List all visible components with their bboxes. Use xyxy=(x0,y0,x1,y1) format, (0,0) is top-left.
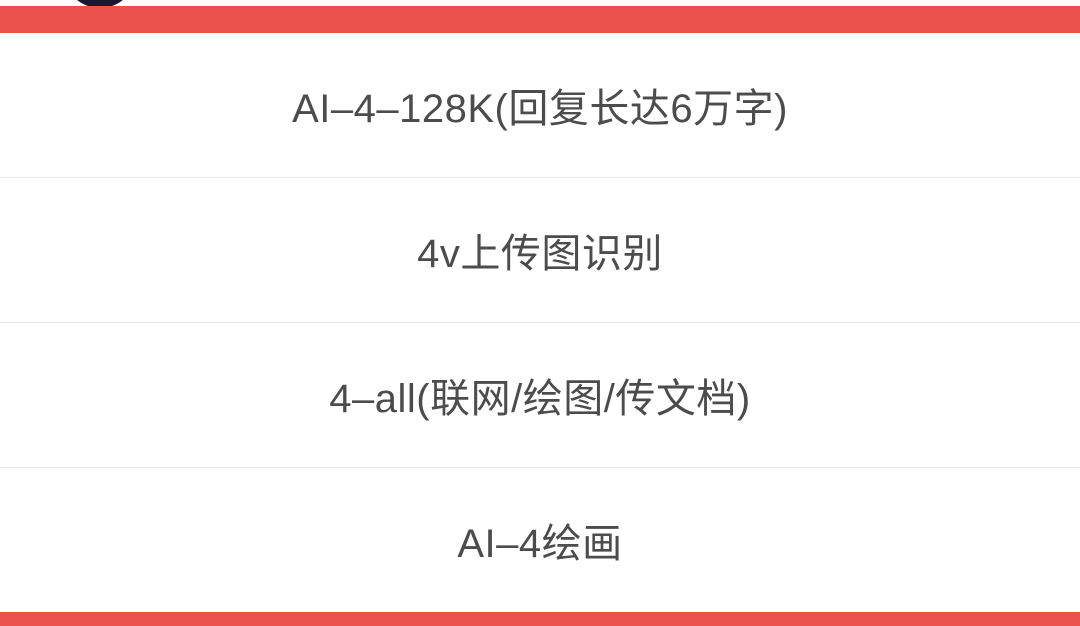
bottom-red-bar xyxy=(0,612,1080,626)
avatar-partial-icon xyxy=(64,0,136,8)
menu-item-4all[interactable]: 4–all(联网/绘图/传文档) xyxy=(0,323,1080,468)
menu-item-ai4-drawing[interactable]: AI–4绘画 xyxy=(0,468,1080,612)
top-red-bar xyxy=(0,6,1080,33)
menu-item-label: 4v上传图识别 xyxy=(417,232,663,276)
menu-item-label: 4–all(联网/绘图/传文档) xyxy=(329,377,751,421)
menu-item-ai4-128k[interactable]: AI–4–128K(回复长达6万字) xyxy=(0,33,1080,178)
model-menu: AI–4–128K(回复长达6万字) 4v上传图识别 4–all(联网/绘图/传… xyxy=(0,33,1080,612)
menu-item-label: AI–4绘画 xyxy=(457,522,623,566)
menu-item-label: AI–4–128K(回复长达6万字) xyxy=(292,87,788,131)
menu-item-4v-image-recognition[interactable]: 4v上传图识别 xyxy=(0,178,1080,323)
